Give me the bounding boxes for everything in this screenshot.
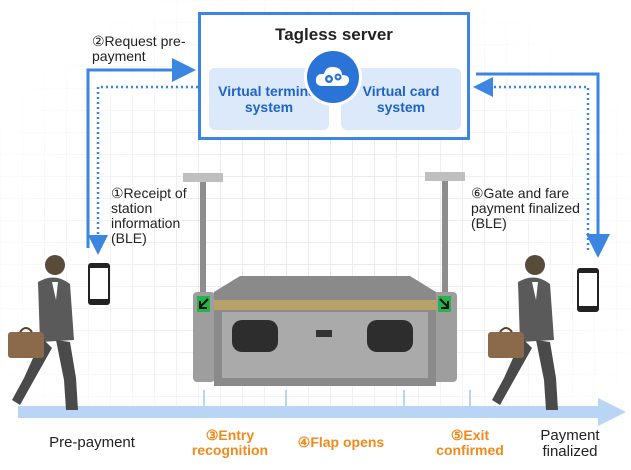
finalize-arrow [476,72,610,258]
stage-payment-finalized: Payment finalized [540,427,600,460]
receipt-arrow [88,85,198,255]
request-label: ②Request pre-payment [92,33,186,64]
virtual-terminal-system: Virtual terminal system [209,68,329,130]
server-title: Tagless server [275,25,393,44]
request-arrow [86,58,196,248]
receipt-label: ①Receipt of station information (BLE) [111,185,187,246]
virtual-card-system: Virtual card system [341,68,461,130]
tagless-server-box: Tagless server Virtual terminal system V… [198,12,470,140]
stage-entry: ③Entry recognition [191,427,269,458]
stage-exit: ⑤Exit confirmed [436,427,504,458]
person-icon [488,255,558,410]
stage-flap: ④Flap opens [297,434,385,450]
smartphone-icon [88,263,599,312]
stage-pre-payment: Pre-payment [49,434,135,451]
return-arrow [473,77,590,250]
timeline-arrow [18,398,626,426]
finalize-label: ⑥Gate and fare payment finalized (BLE) [471,185,580,231]
ticket-gate-icon [183,172,465,386]
cloud-gear-icon [307,51,359,103]
person-icon [8,255,78,410]
